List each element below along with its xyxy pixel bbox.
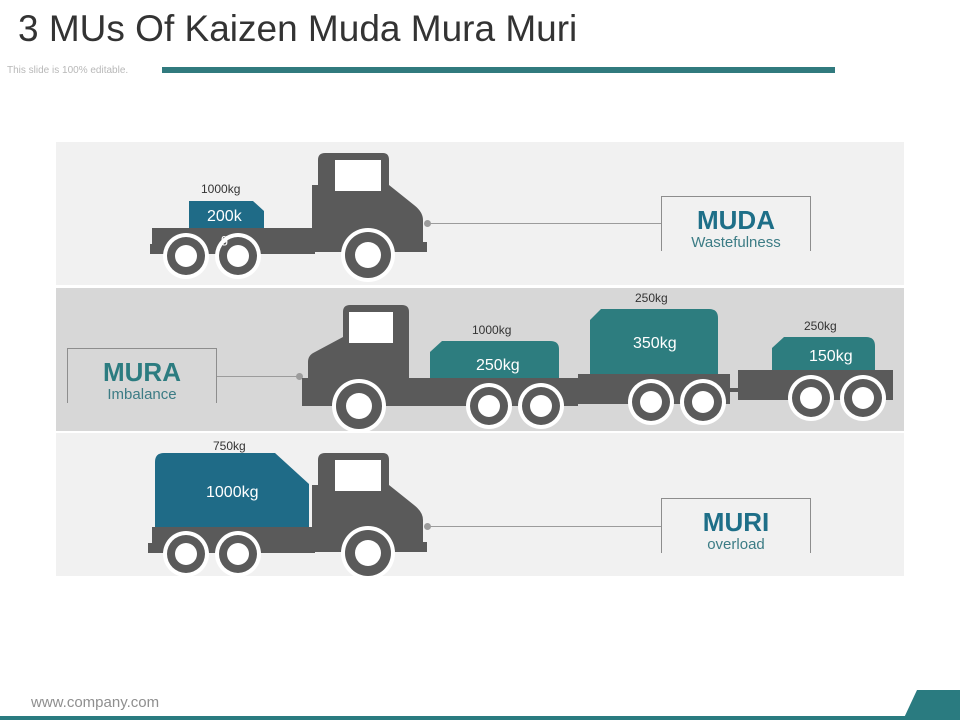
muri-connector-dot [424, 523, 431, 530]
footer-rule [0, 716, 960, 720]
muri-description: overload [707, 536, 765, 553]
mura-trailer-2-capacity: 250kg [635, 291, 668, 305]
mura-cab-window [349, 312, 393, 343]
muri-cab-window [335, 460, 381, 491]
mura-heading: MURA [103, 357, 181, 387]
mura-trailer-1-load: 250kg [476, 357, 520, 374]
muda-load-value-wrap: g [221, 231, 229, 246]
muri-load-value: 1000kg [206, 484, 259, 501]
mura-connector-dot [296, 373, 303, 380]
slide-subtitle: This slide is 100% editable. [7, 65, 129, 76]
mura-load-2 [590, 309, 718, 374]
muda-capacity-label: 1000kg [201, 182, 241, 196]
muda-connector-dot [424, 220, 431, 227]
muri-load [155, 453, 309, 527]
mura-description: Imbalance [107, 386, 177, 403]
mura-connector-line [217, 376, 299, 377]
muda-label-box: MUDA Wastefulness [661, 196, 811, 251]
muri-heading: MURI [702, 507, 770, 537]
muda-description: Wastefulness [691, 234, 781, 251]
muda-cab-window [335, 160, 381, 191]
muda-load [189, 201, 264, 228]
muri-capacity-label: 750kg [213, 439, 246, 453]
muri-connector-line [430, 526, 661, 527]
title-underline [162, 67, 835, 73]
slide-title: 3 MUs Of Kaizen Muda Mura Muri [18, 8, 578, 49]
mura-load-3 [772, 337, 875, 370]
muda-load-value: 200k [207, 208, 242, 225]
muri-wheels [163, 526, 395, 580]
muri-label-box: MURI overload [661, 498, 811, 553]
footer-corner-tab [903, 690, 960, 720]
muda-wheels [163, 228, 395, 282]
mura-trailer-1-capacity: 1000kg [472, 323, 512, 337]
muda-connector-line [430, 223, 661, 224]
mura-wheels [332, 375, 886, 433]
mura-trailer-2-load: 350kg [633, 335, 677, 352]
mura-trailer-3-load: 150kg [809, 348, 853, 365]
footer-website: www.company.com [31, 694, 160, 711]
mura-load-1 [430, 341, 559, 378]
muda-heading: MUDA [697, 205, 775, 235]
mura-label-box: MURA Imbalance [67, 348, 217, 403]
mura-trailer-3-capacity: 250kg [804, 319, 837, 333]
